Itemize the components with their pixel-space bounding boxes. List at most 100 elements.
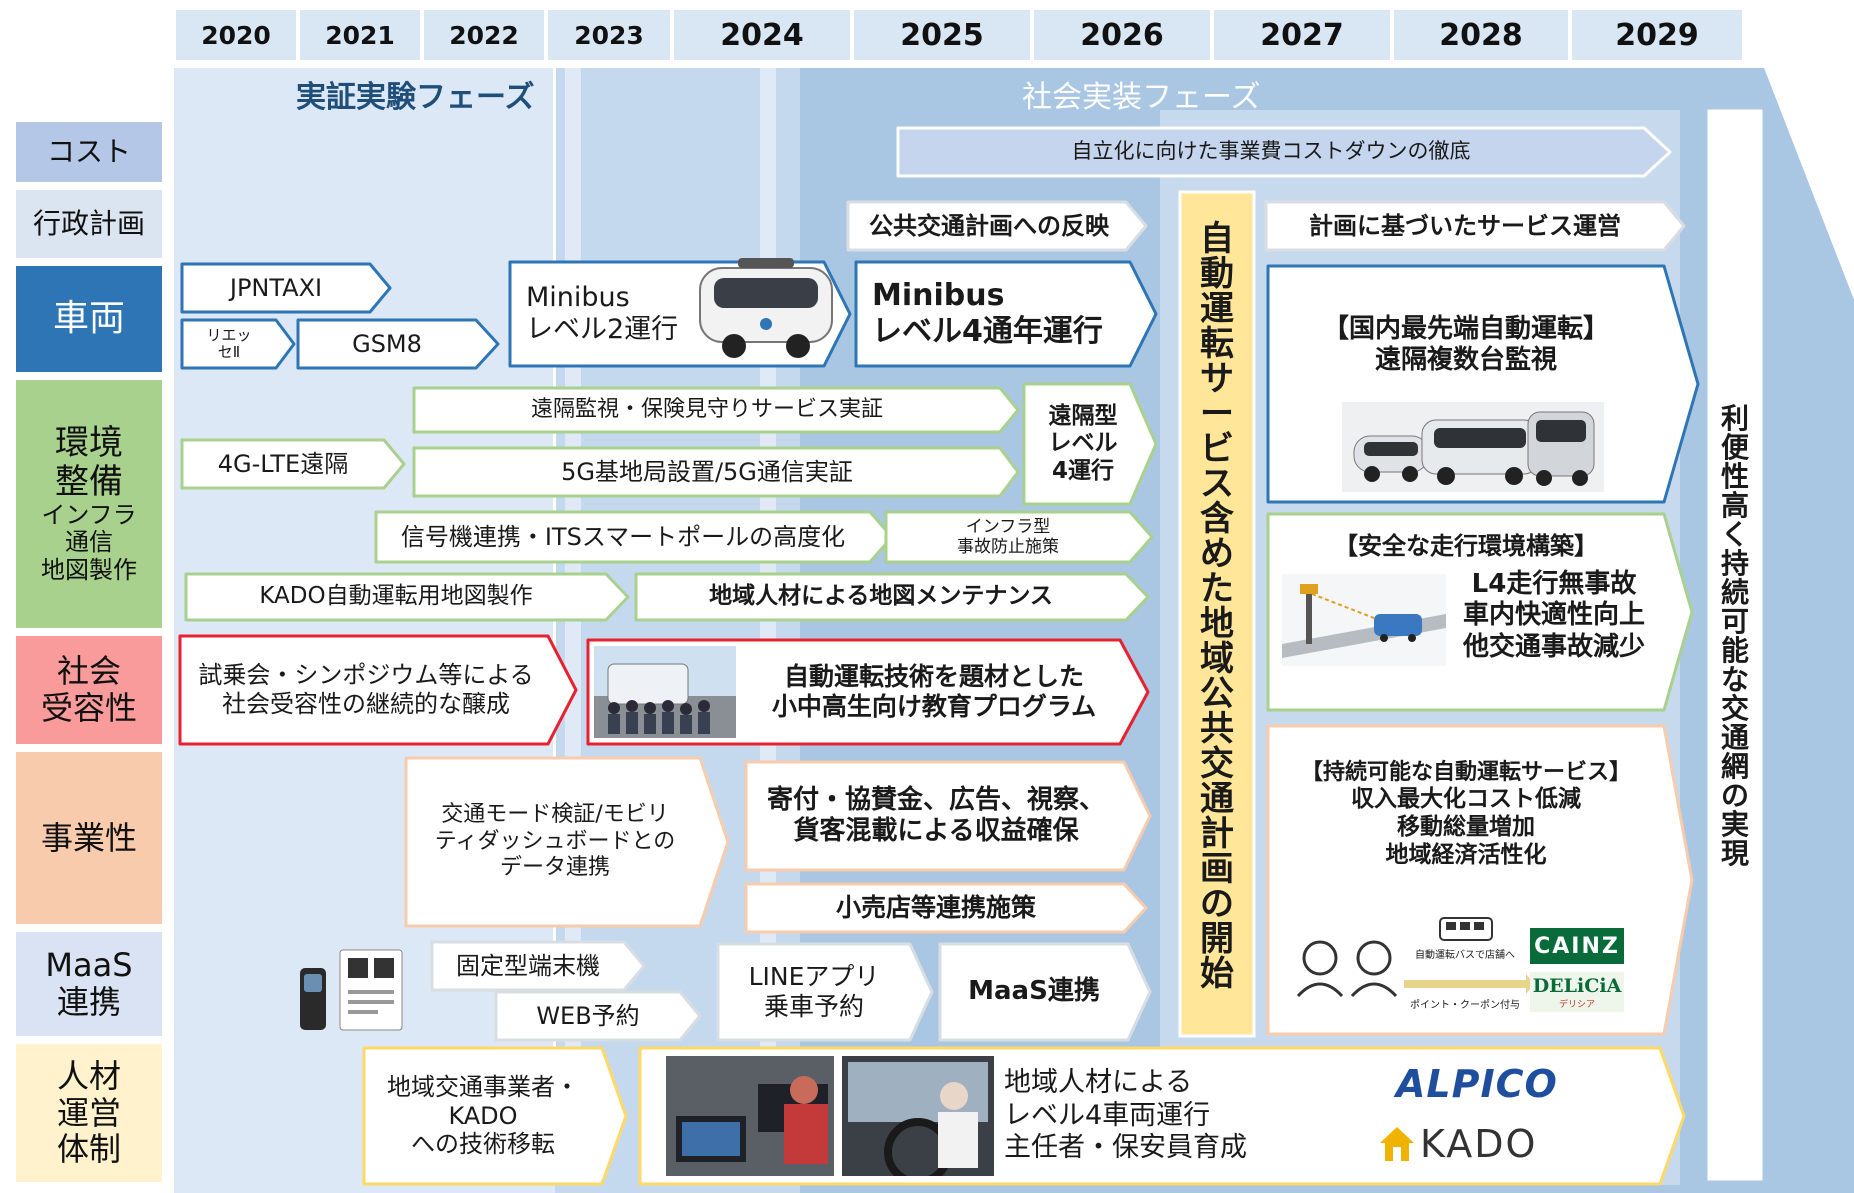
minibus2-line-2: レベル2運行 [526, 314, 679, 345]
remote-l4-line-1: 遠隔型 [1048, 402, 1118, 429]
g5-arrow [412, 446, 1020, 498]
safety-line-1: L4走行無事故 [1471, 569, 1637, 600]
center-plan-text: 自動運転サービス含めた地域公共交通計画の開始 [1180, 222, 1254, 1022]
jpntaxi-text: JPNTAXI [229, 273, 323, 302]
house-icon [1380, 1127, 1414, 1161]
remote-l4-text: 遠隔型 レベル 4運行 [1024, 384, 1142, 504]
safety-line-2: 車内快適性向上 [1462, 600, 1645, 631]
hr-line-3: 体制 [56, 1130, 121, 1169]
kado-logo: KADO [1378, 1122, 1537, 1166]
cost-arrow [896, 126, 1672, 178]
category-business: 事業性 [16, 752, 162, 924]
remote-l4-line-2: レベル [1048, 430, 1118, 457]
category-cost: コスト [16, 122, 162, 182]
develop-text: 地域人材による レベル4車両運行 主任者・保安員育成 [1004, 1048, 1304, 1184]
advanced-text: 【国内最先端自動運転】 遠隔複数台監視 [1268, 314, 1664, 390]
year-2028: 2028 [1394, 10, 1568, 60]
center-char: ー [1200, 394, 1234, 434]
sustain-line-1: 【持続可能な自動運転サービス】 [1300, 760, 1631, 785]
education-photo [594, 646, 736, 738]
env-sub-3: 地図製作 [41, 555, 137, 584]
center-char: 画 [1200, 849, 1234, 889]
goal-char: 持 [1720, 547, 1749, 580]
revenue-text: 寄付・協賛金、広告、視察、 貨客混載による収益確保 [746, 762, 1126, 870]
bus-caption: 自動運転バスで店舗へ [1415, 950, 1515, 961]
year-2021: 2021 [300, 10, 420, 60]
sustain-line-2: 収入最大化コスト低減 [1351, 786, 1581, 813]
driver-photo [842, 1056, 994, 1176]
transfer-arrow [362, 1046, 628, 1186]
rizzesse-arrow [180, 318, 296, 370]
category-vehicle: 車両 [16, 266, 162, 372]
goal-char: く [1720, 518, 1749, 551]
goal-char: 現 [1720, 837, 1749, 870]
edu-text: 自動運転技術を題材とした 小中高生向け教育プログラム [744, 640, 1124, 744]
center-char: 地 [1200, 604, 1234, 644]
maas-link-arrow [938, 942, 1152, 1042]
minibus-photo [699, 258, 833, 358]
goal-char: 能 [1720, 634, 1749, 667]
revenue-line-2: 貨客混載による収益確保 [793, 816, 1079, 846]
fixed-terminal-arrow [430, 940, 646, 992]
mobility-line-1: 交通モード検証/モビリ [441, 802, 669, 828]
line-line-1: LINEアプリ [748, 962, 880, 991]
line-text: LINEアプリ 乗車予約 [718, 944, 910, 1040]
transfer-line-2: KADO [448, 1101, 518, 1130]
goal-char: 性 [1720, 460, 1749, 493]
infra-prev-text: インフラ型 事故防止施策 [886, 512, 1130, 562]
signal-arrow [374, 510, 894, 564]
minibus4-line-2: レベル4通年運行 [872, 314, 1103, 349]
events-arrow [178, 634, 578, 746]
g5-text: 5G基地局設置/5G通信実証 [561, 457, 853, 486]
revenue-line-1: 寄付・協賛金、広告、視察、 [766, 784, 1105, 815]
center-char: め [1200, 534, 1234, 574]
center-char: 交 [1200, 744, 1234, 784]
center-char: 開 [1200, 919, 1234, 959]
develop-line-1: 地域人材による [1004, 1067, 1193, 1099]
delicia-logo-sub: デリシア [1558, 999, 1595, 1010]
edu-line-2: 小中高生向け教育プログラム [771, 692, 1097, 721]
delicia-logo-text: DELiCiA [1532, 974, 1622, 997]
center-char: 自 [1200, 219, 1234, 259]
center-char: 計 [1200, 814, 1234, 854]
lte-arrow [180, 438, 406, 490]
goal-char: 続 [1720, 576, 1749, 609]
advanced-line-2: 遠隔複数台監視 [1374, 345, 1557, 376]
category-env: 環境 整備 インフラ 通信 地図製作 [16, 380, 162, 628]
center-char: 動 [1200, 254, 1234, 294]
line-line-2: 乗車予約 [763, 992, 864, 1021]
gsm8-arrow [296, 318, 500, 370]
autonomous-vehicles-image [1342, 402, 1604, 492]
web-arrow [494, 990, 702, 1042]
goal-char: 実 [1720, 808, 1749, 841]
fixed-terminal-text: 固定型端末機 [456, 951, 600, 980]
center-char: た [1200, 569, 1234, 609]
maas-link-text: MaaS連携 [968, 976, 1100, 1007]
goal-char: 可 [1720, 605, 1749, 638]
accept-line-1: 社会 [56, 652, 121, 691]
minibus4-line-1: Minibus [872, 278, 1005, 313]
safety-text: L4走行無事故 車内快適性向上 他交通事故減少 [1452, 560, 1656, 672]
goal-char: 便 [1720, 431, 1749, 464]
center-char: ビ [1200, 429, 1234, 469]
goal-char: 利 [1720, 402, 1749, 435]
phase-trial-label: 実証実験フェーズ [296, 80, 535, 115]
center-char: 転 [1200, 324, 1234, 364]
center-plan-bar [1178, 190, 1256, 1038]
develop-line-3: 主任者・保安員育成 [1004, 1132, 1247, 1164]
safety-line-3: 他交通事故減少 [1462, 631, 1645, 662]
web-text: WEB予約 [536, 1001, 640, 1030]
category-admin: 行政計画 [16, 190, 162, 258]
center-char: 始 [1200, 954, 1234, 994]
sustain-text: 【持続可能な自動運転サービス】 収入最大化コスト低減 移動総量増加 地域経済活性… [1268, 760, 1664, 890]
infra-prev-line-1: インフラ型 [965, 516, 1051, 537]
year-2029: 2029 [1572, 10, 1742, 60]
admin-operate-arrow [1264, 200, 1686, 252]
revenue-arrow [744, 760, 1152, 872]
center-char: 共 [1200, 709, 1234, 749]
minibus4-text: Minibus レベル4通年運行 [872, 262, 1122, 366]
year-2025: 2025 [854, 10, 1030, 60]
goal-char: 通 [1720, 721, 1749, 754]
events-text: 試乗会・シンポジウム等による 社会受容性の継続的な醸成 [186, 636, 546, 744]
